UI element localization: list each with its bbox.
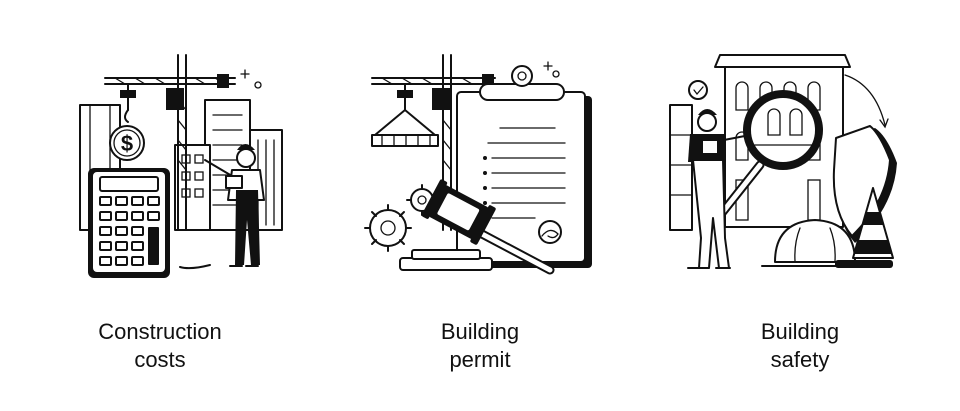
- traffic-cone-icon: [835, 187, 894, 268]
- caption-line: permit: [449, 347, 511, 372]
- caption-line: Building: [440, 319, 520, 344]
- caption-line: costs: [134, 347, 186, 372]
- calculator-icon: [88, 168, 170, 278]
- panel-building-safety: Building safety: [640, 0, 960, 411]
- crane-icon: [104, 54, 236, 231]
- caption-building-safety: Building safety: [640, 318, 960, 374]
- check-icon: [688, 80, 708, 100]
- worker-icon: [687, 109, 751, 269]
- magnifier-icon: [713, 90, 823, 223]
- caption-building-permit: Building permit: [320, 318, 640, 374]
- caption-construction-costs: Construction costs: [0, 318, 320, 374]
- building-safety-illustration: [669, 54, 897, 269]
- gavel-icon: [399, 179, 555, 275]
- sparkle-icon: [240, 69, 262, 89]
- building-permit-illustration: [364, 54, 592, 275]
- sparkle-icon: [543, 61, 560, 78]
- panel-construction-costs: $ Constructi: [0, 0, 320, 411]
- gear-icon: [364, 184, 438, 252]
- panel-building-permit: Building permit: [320, 0, 640, 411]
- dollar-coin-icon: $: [109, 125, 145, 161]
- arrow-icon: [844, 74, 889, 129]
- hard-hat-icon: [761, 219, 866, 267]
- construction-costs-illustration: $: [79, 54, 283, 278]
- caption-line: safety: [770, 347, 830, 372]
- caption-line: Construction: [98, 319, 222, 344]
- currency-symbol: $: [121, 131, 133, 156]
- caption-line: Building: [760, 319, 840, 344]
- worker-icon: [179, 144, 265, 270]
